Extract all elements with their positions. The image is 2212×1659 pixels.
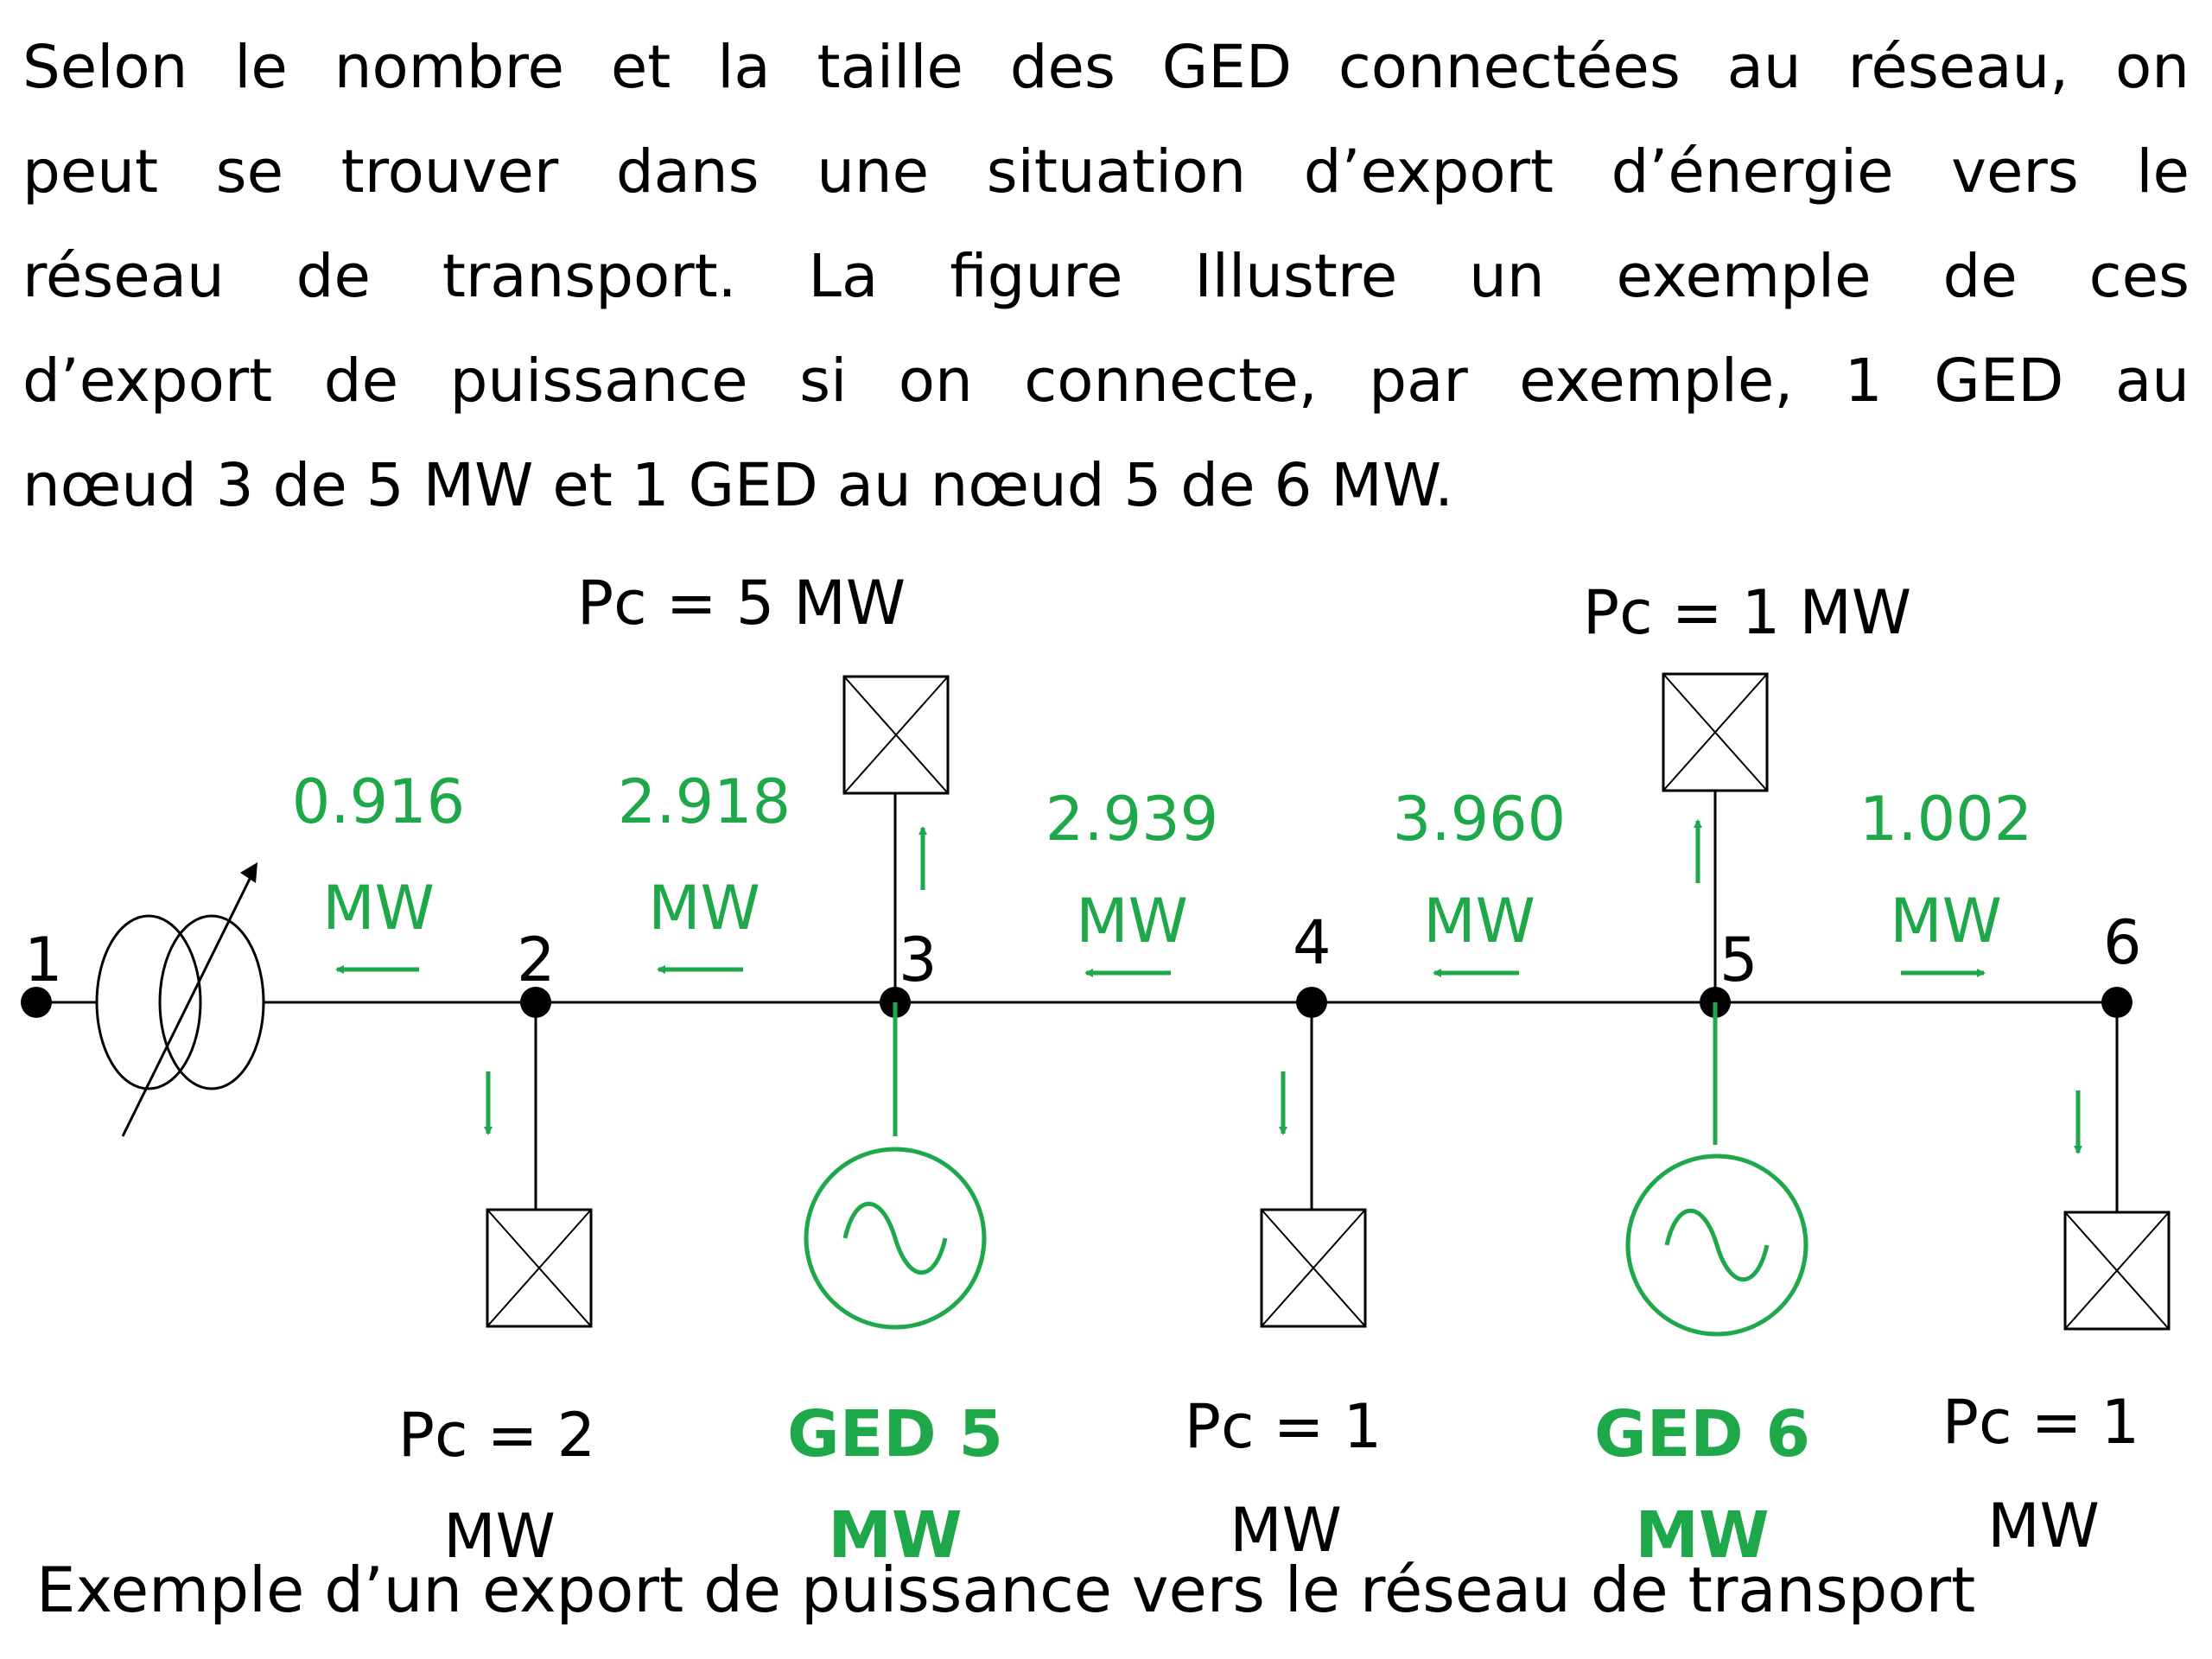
load-node-2 — [484, 1002, 593, 1328]
generator-3-sine-icon — [842, 1201, 948, 1275]
load-5-label: Pc = 1 MW — [1583, 577, 1911, 648]
flow-3-4-unit: MW — [1076, 886, 1188, 957]
load-node-4 — [1260, 1002, 1367, 1328]
flow-2-3-unit: MW — [648, 873, 760, 944]
flow-4-5-value: 3.960 — [1393, 784, 1566, 855]
generator-node-3 — [804, 1002, 987, 1330]
flow-1-2-value: 0.916 — [292, 766, 465, 837]
generator-3-line2: MW — [828, 1498, 962, 1573]
flow-5-6-value: 1.002 — [1859, 784, 2032, 855]
node-2-label: 2 — [517, 925, 556, 995]
node-6-label: 6 — [2103, 907, 2142, 978]
load-3-label: Pc = 5 MW — [577, 568, 906, 639]
load-6-line2: MW — [1987, 1491, 2100, 1561]
generator-5-line1: GED 6 — [1594, 1397, 1810, 1471]
generator-3-line1: GED 5 — [787, 1397, 1003, 1471]
load-node-5 — [1662, 672, 1769, 1002]
transformer-icon — [95, 862, 265, 1137]
generator-5-sine-icon — [1664, 1208, 1770, 1282]
load-4-line1: Pc = 1 — [1185, 1391, 1382, 1462]
intro-line-3: réseau de transport. La figure Illustre … — [22, 242, 2190, 311]
node-1-label: 1 — [24, 925, 63, 995]
node-1-dot — [21, 987, 52, 1018]
load-node-3 — [842, 675, 950, 1002]
load-node-6 — [2063, 1002, 2171, 1331]
flow-5-6-unit: MW — [1890, 886, 2002, 957]
intro-line-1: Selon le nombre et la taille des GED con… — [22, 33, 2190, 102]
figure-caption: Exemple d’un export de puissance vers le… — [36, 1554, 1976, 1626]
load-2-line2: MW — [443, 1501, 556, 1572]
intro-line-2: peut se trouver dans une situation d’exp… — [22, 137, 2190, 207]
node-4-label: 4 — [1293, 907, 1332, 978]
intro-paragraph: Selon le nombre et la taille des GED con… — [22, 16, 2190, 538]
flow-1-2-unit: MW — [322, 873, 435, 944]
intro-line-5: nœud 3 de 5 MW et 1 GED au nœud 5 de 6 M… — [22, 451, 1454, 520]
node-3-label: 3 — [899, 925, 938, 995]
load-2-line1: Pc = 2 — [398, 1400, 595, 1471]
intro-line-4: d’export de puissance si on connecte, pa… — [22, 346, 2190, 416]
load-6-line1: Pc = 1 — [1942, 1387, 2139, 1458]
flow-2-3-value: 2.918 — [618, 766, 791, 837]
node-5-label: 5 — [1719, 925, 1758, 995]
flow-3-4-value: 2.939 — [1046, 784, 1218, 855]
generator-node-5 — [1625, 1002, 1808, 1337]
load-4-line2: MW — [1230, 1495, 1342, 1566]
flow-4-5-unit: MW — [1423, 886, 1535, 957]
generator-5-line2: MW — [1635, 1498, 1769, 1573]
